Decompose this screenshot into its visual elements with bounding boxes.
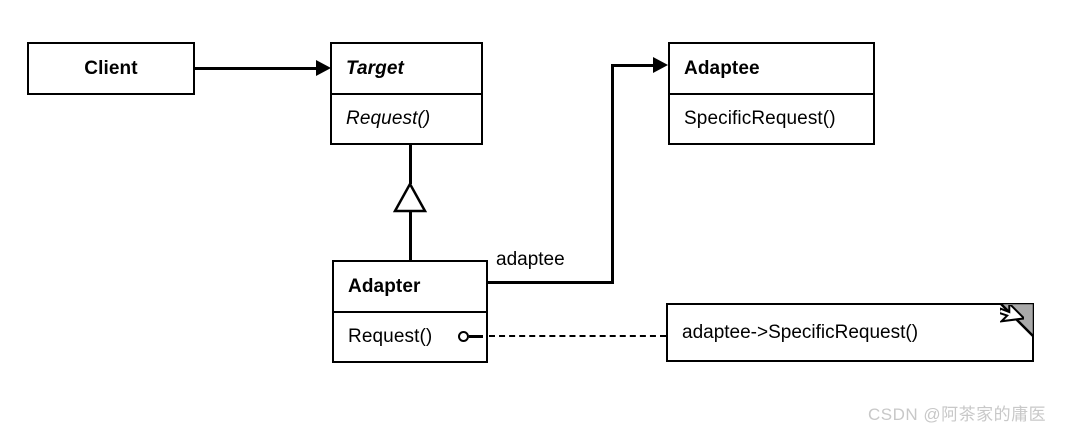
edge-label-adaptee: adaptee [496,249,565,270]
note-box-adapter-implementation[interactable]: adaptee->SpecificRequest() [666,303,1034,362]
class-name-adaptee: Adaptee [684,57,760,79]
class-box-client[interactable]: Client [27,42,195,95]
edge-adapter-to-adaptee-segment-horizontal-bottom [486,281,614,284]
edge-adapter-to-target-lower-line [409,211,412,261]
edge-adapter-to-adaptee-segment-vertical [611,64,614,283]
class-box-target[interactable]: Target Request() [330,42,483,145]
class-name-adapter: Adapter [348,275,421,297]
edge-adapter-to-adaptee-arrowhead [653,57,668,73]
class-operation-adaptee-specificrequest: SpecificRequest() [670,93,873,143]
class-operation-target-request: Request() [332,93,481,143]
edge-client-to-target-arrowhead [316,60,331,76]
generalization-triangle [392,182,428,213]
edge-adapter-to-adaptee-segment-horizontal-top [611,64,655,67]
class-operation-adapter-request: Request() [334,311,486,361]
csdn-watermark: CSDN @阿茶家的庸医 [868,405,1047,424]
class-name-target: Target [346,57,404,79]
note-text: adaptee->SpecificRequest() [682,321,919,343]
class-box-adaptee[interactable]: Adaptee SpecificRequest() [668,42,875,145]
edge-client-to-target-line [195,67,317,70]
class-name-client: Client [84,57,138,79]
note-anchor-dot [458,331,469,342]
note-fold-corner [1000,303,1034,337]
edge-adapter-to-target-upper-line [409,145,412,184]
note-anchor-stub [469,335,483,338]
class-box-adapter[interactable]: Adapter Request() [332,260,488,363]
note-anchor-dashed-line [489,335,666,337]
